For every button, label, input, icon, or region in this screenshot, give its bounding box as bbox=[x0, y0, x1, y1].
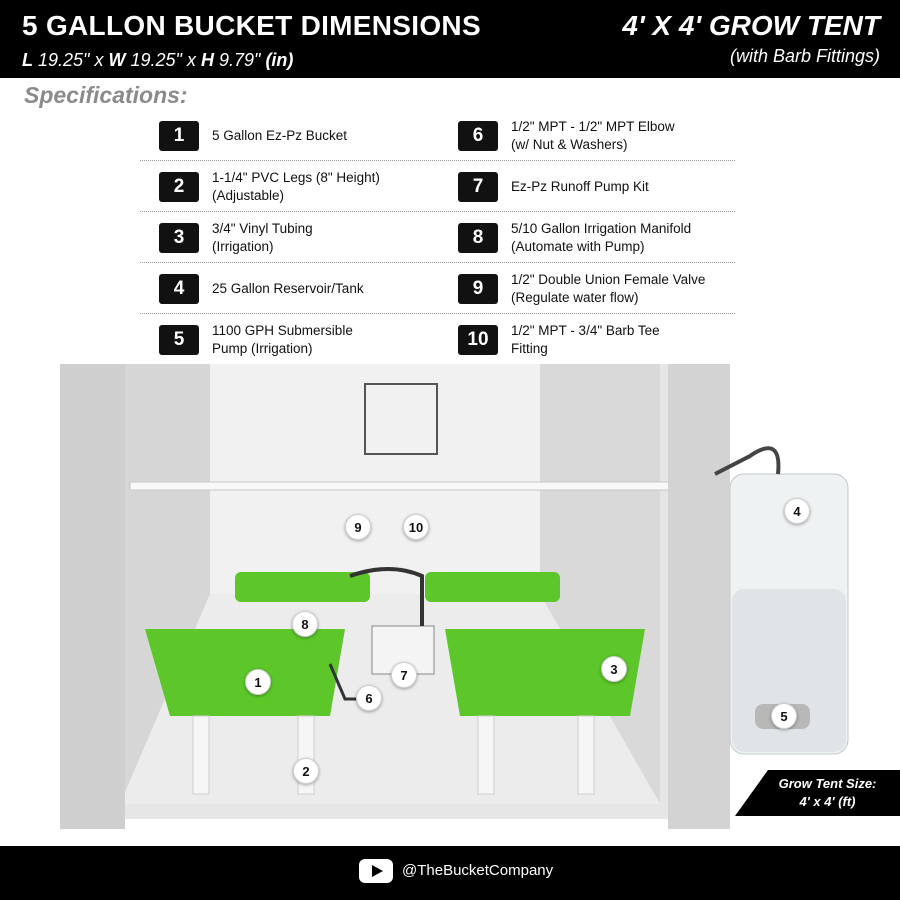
callout-3: 3 bbox=[601, 656, 627, 682]
spec-item-10: 10 1/2" MPT - 3/4" Barb Tee Fitting bbox=[458, 314, 738, 365]
length-label: L bbox=[22, 50, 33, 70]
bucket-front-right bbox=[445, 629, 645, 716]
spec-row: 3 3/4" Vinyl Tubing (Irrigation) 8 5/10 … bbox=[140, 212, 735, 263]
pvc-leg bbox=[577, 715, 595, 795]
spec-text: 1/2" MPT - 1/2" MPT Elbow (w/ Nut & Wash… bbox=[511, 118, 675, 152]
tent-crossbar bbox=[129, 481, 671, 491]
reservoir-tubing bbox=[714, 446, 781, 476]
spec-number-badge: 8 bbox=[458, 222, 498, 253]
bucket-back-right bbox=[425, 572, 560, 602]
tent-size-badge: Grow Tent Size: 4' x 4' (ft) bbox=[735, 770, 900, 816]
spec-text: 5/10 Gallon Irrigation Manifold (Automat… bbox=[511, 220, 692, 254]
footer-bar: @TheBucketCompany bbox=[0, 846, 900, 900]
dim-separator: x bbox=[186, 50, 196, 70]
spec-row: 2 1-1/4" PVC Legs (8" Height) (Adjustabl… bbox=[140, 161, 735, 212]
bucket-dimensions-values: L 19.25" x W 19.25" x H 9.79" (in) bbox=[22, 50, 293, 71]
callout-7: 7 bbox=[391, 662, 417, 688]
tent-size-value: 4' x 4' (ft) bbox=[799, 794, 856, 809]
callout-6: 6 bbox=[356, 685, 382, 711]
width-label: W bbox=[108, 50, 126, 70]
bucket-dimensions-title: 5 GALLON BUCKET DIMENSIONS bbox=[22, 10, 481, 41]
height-value: 9.79" bbox=[218, 50, 261, 70]
bucket-back-left bbox=[235, 572, 370, 602]
spec-item-2: 2 1-1/4" PVC Legs (8" Height) (Adjustabl… bbox=[159, 161, 434, 212]
spec-item-5: 5 1100 GPH Submersible Pump (Irrigation) bbox=[159, 314, 434, 365]
spec-item-8: 8 5/10 Gallon Irrigation Manifold (Autom… bbox=[458, 212, 738, 263]
spec-number-badge: 2 bbox=[159, 171, 199, 202]
spec-row: 5 1100 GPH Submersible Pump (Irrigation)… bbox=[140, 314, 735, 365]
spec-text: Ez-Pz Runoff Pump Kit bbox=[511, 178, 649, 194]
spec-text: 1/2" MPT - 3/4" Barb Tee Fitting bbox=[511, 322, 660, 356]
callout-2: 2 bbox=[293, 758, 319, 784]
specifications-list: 1 5 Gallon Ez-Pz Bucket 6 1/2" MPT - 1/2… bbox=[140, 110, 735, 365]
vinyl-tubing bbox=[349, 567, 424, 626]
grow-tent-product-illustration: 9 10 8 1 6 7 3 4 5 2 bbox=[60, 364, 900, 844]
dim-unit: (in) bbox=[265, 50, 294, 70]
spec-row: 1 5 Gallon Ez-Pz Bucket 6 1/2" MPT - 1/2… bbox=[140, 110, 735, 161]
spec-item-1: 1 5 Gallon Ez-Pz Bucket bbox=[159, 110, 434, 161]
youtube-icon[interactable] bbox=[359, 859, 393, 883]
length-value: 19.25" bbox=[38, 50, 90, 70]
spec-text: 1-1/4" PVC Legs (8" Height) (Adjustable) bbox=[212, 169, 380, 203]
spec-number-badge: 9 bbox=[458, 273, 498, 304]
grow-tent-drawing bbox=[60, 364, 849, 829]
spec-text: 1100 GPH Submersible Pump (Irrigation) bbox=[212, 322, 353, 356]
spec-text: 25 Gallon Reservoir/Tank bbox=[212, 280, 364, 296]
spec-item-4: 4 25 Gallon Reservoir/Tank bbox=[159, 263, 434, 314]
spec-number-badge: 10 bbox=[458, 324, 498, 355]
callout-9: 9 bbox=[345, 514, 371, 540]
spec-number-badge: 1 bbox=[159, 120, 199, 151]
spec-item-9: 9 1/2" Double Union Female Valve (Regula… bbox=[458, 263, 738, 314]
specifications-heading: Specifications: bbox=[24, 82, 188, 108]
spec-number-badge: 5 bbox=[159, 324, 199, 355]
dim-separator: x bbox=[94, 50, 104, 70]
spec-text: 5 Gallon Ez-Pz Bucket bbox=[212, 127, 348, 143]
spec-number-badge: 3 bbox=[159, 222, 199, 253]
elbow-tubing bbox=[328, 663, 360, 701]
spec-number-badge: 6 bbox=[458, 120, 498, 151]
header-bar: 5 GALLON BUCKET DIMENSIONS L 19.25" x W … bbox=[0, 0, 900, 78]
spec-item-3: 3 3/4" Vinyl Tubing (Irrigation) bbox=[159, 212, 434, 263]
pvc-leg bbox=[477, 715, 495, 795]
width-value: 19.25" bbox=[130, 50, 182, 70]
callout-8: 8 bbox=[292, 611, 318, 637]
tent-door-left bbox=[60, 364, 125, 829]
spec-text: 3/4" Vinyl Tubing (Irrigation) bbox=[212, 220, 313, 254]
grow-tent-subtitle: (with Barb Fittings) bbox=[729, 46, 880, 66]
spec-row: 4 25 Gallon Reservoir/Tank 9 1/2" Double… bbox=[140, 263, 735, 314]
tent-wall-pocket bbox=[364, 383, 438, 455]
pvc-leg bbox=[192, 715, 210, 795]
spec-item-6: 6 1/2" MPT - 1/2" MPT Elbow (w/ Nut & Wa… bbox=[458, 110, 738, 161]
callout-5: 5 bbox=[771, 703, 797, 729]
grow-tent-title: 4' X 4' GROW TENT bbox=[622, 10, 880, 41]
bucket-front-left bbox=[145, 629, 345, 716]
tent-rear-panel bbox=[210, 364, 540, 594]
spec-item-7: 7 Ez-Pz Runoff Pump Kit bbox=[458, 161, 738, 212]
tent-left-wall bbox=[120, 364, 210, 804]
callout-10: 10 bbox=[403, 514, 429, 540]
spec-text: 1/2" Double Union Female Valve (Regulate… bbox=[511, 271, 706, 305]
tent-door-right bbox=[668, 364, 730, 829]
spec-number-badge: 4 bbox=[159, 273, 199, 304]
channel-handle[interactable]: @TheBucketCompany bbox=[402, 862, 554, 879]
tent-size-label: Grow Tent Size: bbox=[778, 776, 877, 791]
height-label: H bbox=[200, 50, 214, 70]
callout-1: 1 bbox=[245, 669, 271, 695]
callout-4: 4 bbox=[784, 498, 810, 524]
spec-number-badge: 7 bbox=[458, 171, 498, 202]
